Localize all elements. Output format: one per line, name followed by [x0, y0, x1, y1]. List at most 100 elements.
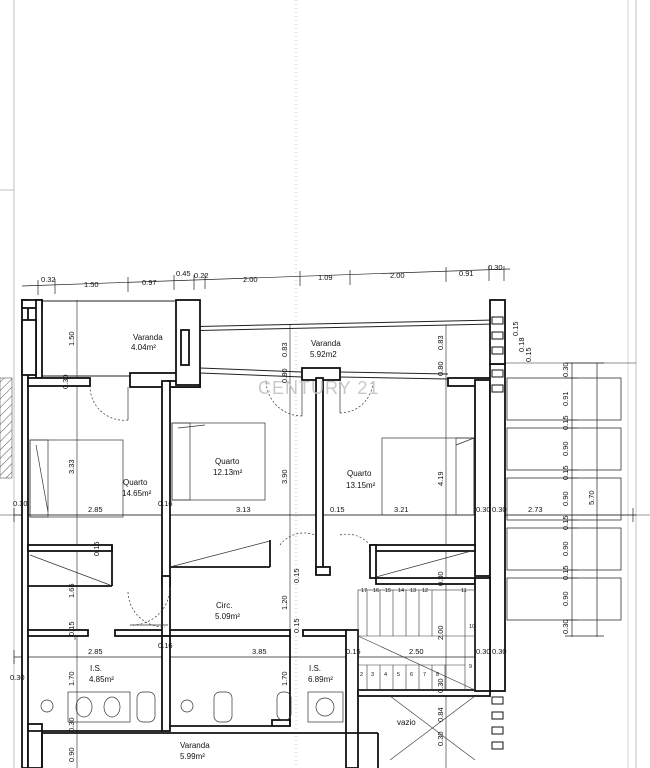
dimension-label: 3.90	[280, 469, 289, 484]
dimension-label: 0.18	[517, 337, 526, 352]
room-name: I.S.	[90, 664, 102, 673]
window-notches	[491, 316, 504, 750]
room-area: 12.13m²	[213, 468, 243, 477]
room-name: Varanda	[133, 333, 163, 342]
dimension-label: 0.22	[194, 271, 209, 280]
room-area: 5.09m²	[215, 612, 240, 621]
right-dimension-lines	[505, 362, 636, 637]
dimension-label: 0.15	[561, 415, 570, 430]
dimension-label: 0.90	[561, 541, 570, 556]
room-name: vazio	[397, 718, 416, 727]
dimension-label: 3.21	[394, 505, 409, 514]
dimension-label: 0.30	[436, 731, 445, 746]
step-number: 5	[397, 672, 400, 678]
dimension-label: 0.15	[561, 515, 570, 530]
dimension-label: 0.90	[67, 747, 76, 762]
wall-lines	[28, 540, 379, 768]
step-number: 15	[385, 588, 391, 594]
dimension-label: 0.45	[176, 269, 191, 278]
room-area: 4.85m²	[89, 675, 114, 684]
dimension-label: 0.30	[488, 263, 503, 272]
mid-dimension-labels: 0.30 2.85 0.16 3.13 0.15 3.21 0.30 0.30 …	[13, 499, 543, 514]
dimension-label: 0.97	[142, 278, 157, 287]
dimension-label: 2.85	[88, 647, 103, 656]
top-dimension-line	[21, 266, 511, 295]
walls	[21, 299, 506, 768]
dimension-label: 0.91	[459, 269, 474, 278]
room-name: Quarto	[123, 478, 148, 487]
step-number: 6	[410, 672, 413, 678]
dimension-label: 0.15	[561, 465, 570, 480]
step-number: 4	[384, 672, 387, 678]
room-area: 4.04m²	[131, 343, 156, 352]
dimension-label: 0.30	[13, 499, 28, 508]
dimension-label: 1.50	[67, 331, 76, 346]
dimension-label: 0.15	[92, 541, 101, 556]
dimension-label: 1.20	[280, 595, 289, 610]
room-area: 5.99m²	[180, 752, 205, 761]
room-area: 14.65m²	[122, 489, 152, 498]
dimension-label: 1.50	[84, 280, 99, 289]
dimension-label: 0.83	[280, 342, 289, 357]
lower-dimension-labels: 2.85 0.16 3.85 0.15 2.50 0.30 0.30	[88, 641, 507, 656]
dimension-label: 0.30	[561, 362, 570, 377]
doors	[74, 379, 374, 640]
sanitary-fixtures	[40, 691, 344, 723]
room-name: Quarto	[215, 457, 240, 466]
dimension-label: 1.65	[67, 583, 76, 598]
dimension-label: 3.85	[252, 647, 267, 656]
step-number: 7	[423, 672, 426, 678]
dimension-label: 3.33	[67, 459, 76, 474]
step-number: 8	[436, 672, 439, 678]
dimension-label: 0.83	[436, 335, 445, 350]
dimension-label: 0.16	[158, 641, 173, 650]
dimension-label: 0.30	[476, 647, 491, 656]
room-area: 6.89m²	[308, 675, 333, 684]
dimension-label: 0.90	[561, 491, 570, 506]
step-number: 14	[398, 588, 404, 594]
dimension-label: 1.09	[318, 273, 333, 282]
dimension-label: 0.30	[67, 717, 76, 732]
dimension-label: 0.90	[561, 591, 570, 606]
step-number: 16	[373, 588, 379, 594]
dimension-label: 0.15	[330, 505, 345, 514]
dimension-label: 0.84	[436, 707, 445, 722]
dimension-label: 0.80	[280, 368, 289, 383]
step-number: 17	[361, 588, 367, 594]
dimension-label: 2.00	[436, 625, 445, 640]
room-name: Varanda	[311, 339, 341, 348]
step-number: 9	[469, 664, 472, 670]
watermark: CENTURY 21	[258, 378, 379, 398]
room-area: 5.92m2	[310, 350, 337, 359]
top-dimension-labels: 0.32 1.50 0.97 0.45 0.22 2.00 1.09 2.00 …	[41, 263, 503, 289]
dimension-label: 0.30	[492, 505, 507, 514]
step-number: 11	[461, 588, 467, 594]
dimension-label: 0.30	[476, 505, 491, 514]
dimension-label: 0.30	[492, 647, 507, 656]
room-name: I.S.	[309, 664, 321, 673]
room-name: Quarto	[347, 469, 372, 478]
step-number: 12	[422, 588, 428, 594]
closets	[29, 422, 476, 586]
dimension-label: 4.19	[436, 471, 445, 486]
dimension-label: 0.16	[158, 499, 173, 508]
dimension-label: 1.70	[67, 671, 76, 686]
interior-dimension-labels: 1.50 0.30 3.33 0.83 0.80 3.90 0.83 0.80 …	[61, 321, 533, 762]
dimension-label: 0.30	[436, 571, 445, 586]
balcony-railing	[42, 300, 496, 380]
dimension-label: 0.15	[292, 568, 301, 583]
dimension-label: 0.90	[561, 441, 570, 456]
dimension-label: 0.30	[561, 619, 570, 634]
room-name: Varanda	[180, 741, 210, 750]
room-labels: Varanda 4.04m² Varanda 5.92m2 Quarto 14.…	[89, 333, 416, 761]
step-number: 10	[469, 624, 475, 630]
dimension-label: 0.80	[436, 361, 445, 376]
dimension-label: 0.32	[41, 275, 56, 284]
step-number: 13	[410, 588, 416, 594]
dimension-label: 0.30	[10, 673, 25, 682]
dimension-label: 5.70	[587, 490, 596, 505]
dimension-label: 2.50	[409, 647, 424, 656]
stair-step-numbers: 17 16 15 14 13 12 11 10 2 3 4 5 6 7 8 9	[360, 588, 475, 678]
dimension-label: 2.00	[390, 271, 405, 280]
